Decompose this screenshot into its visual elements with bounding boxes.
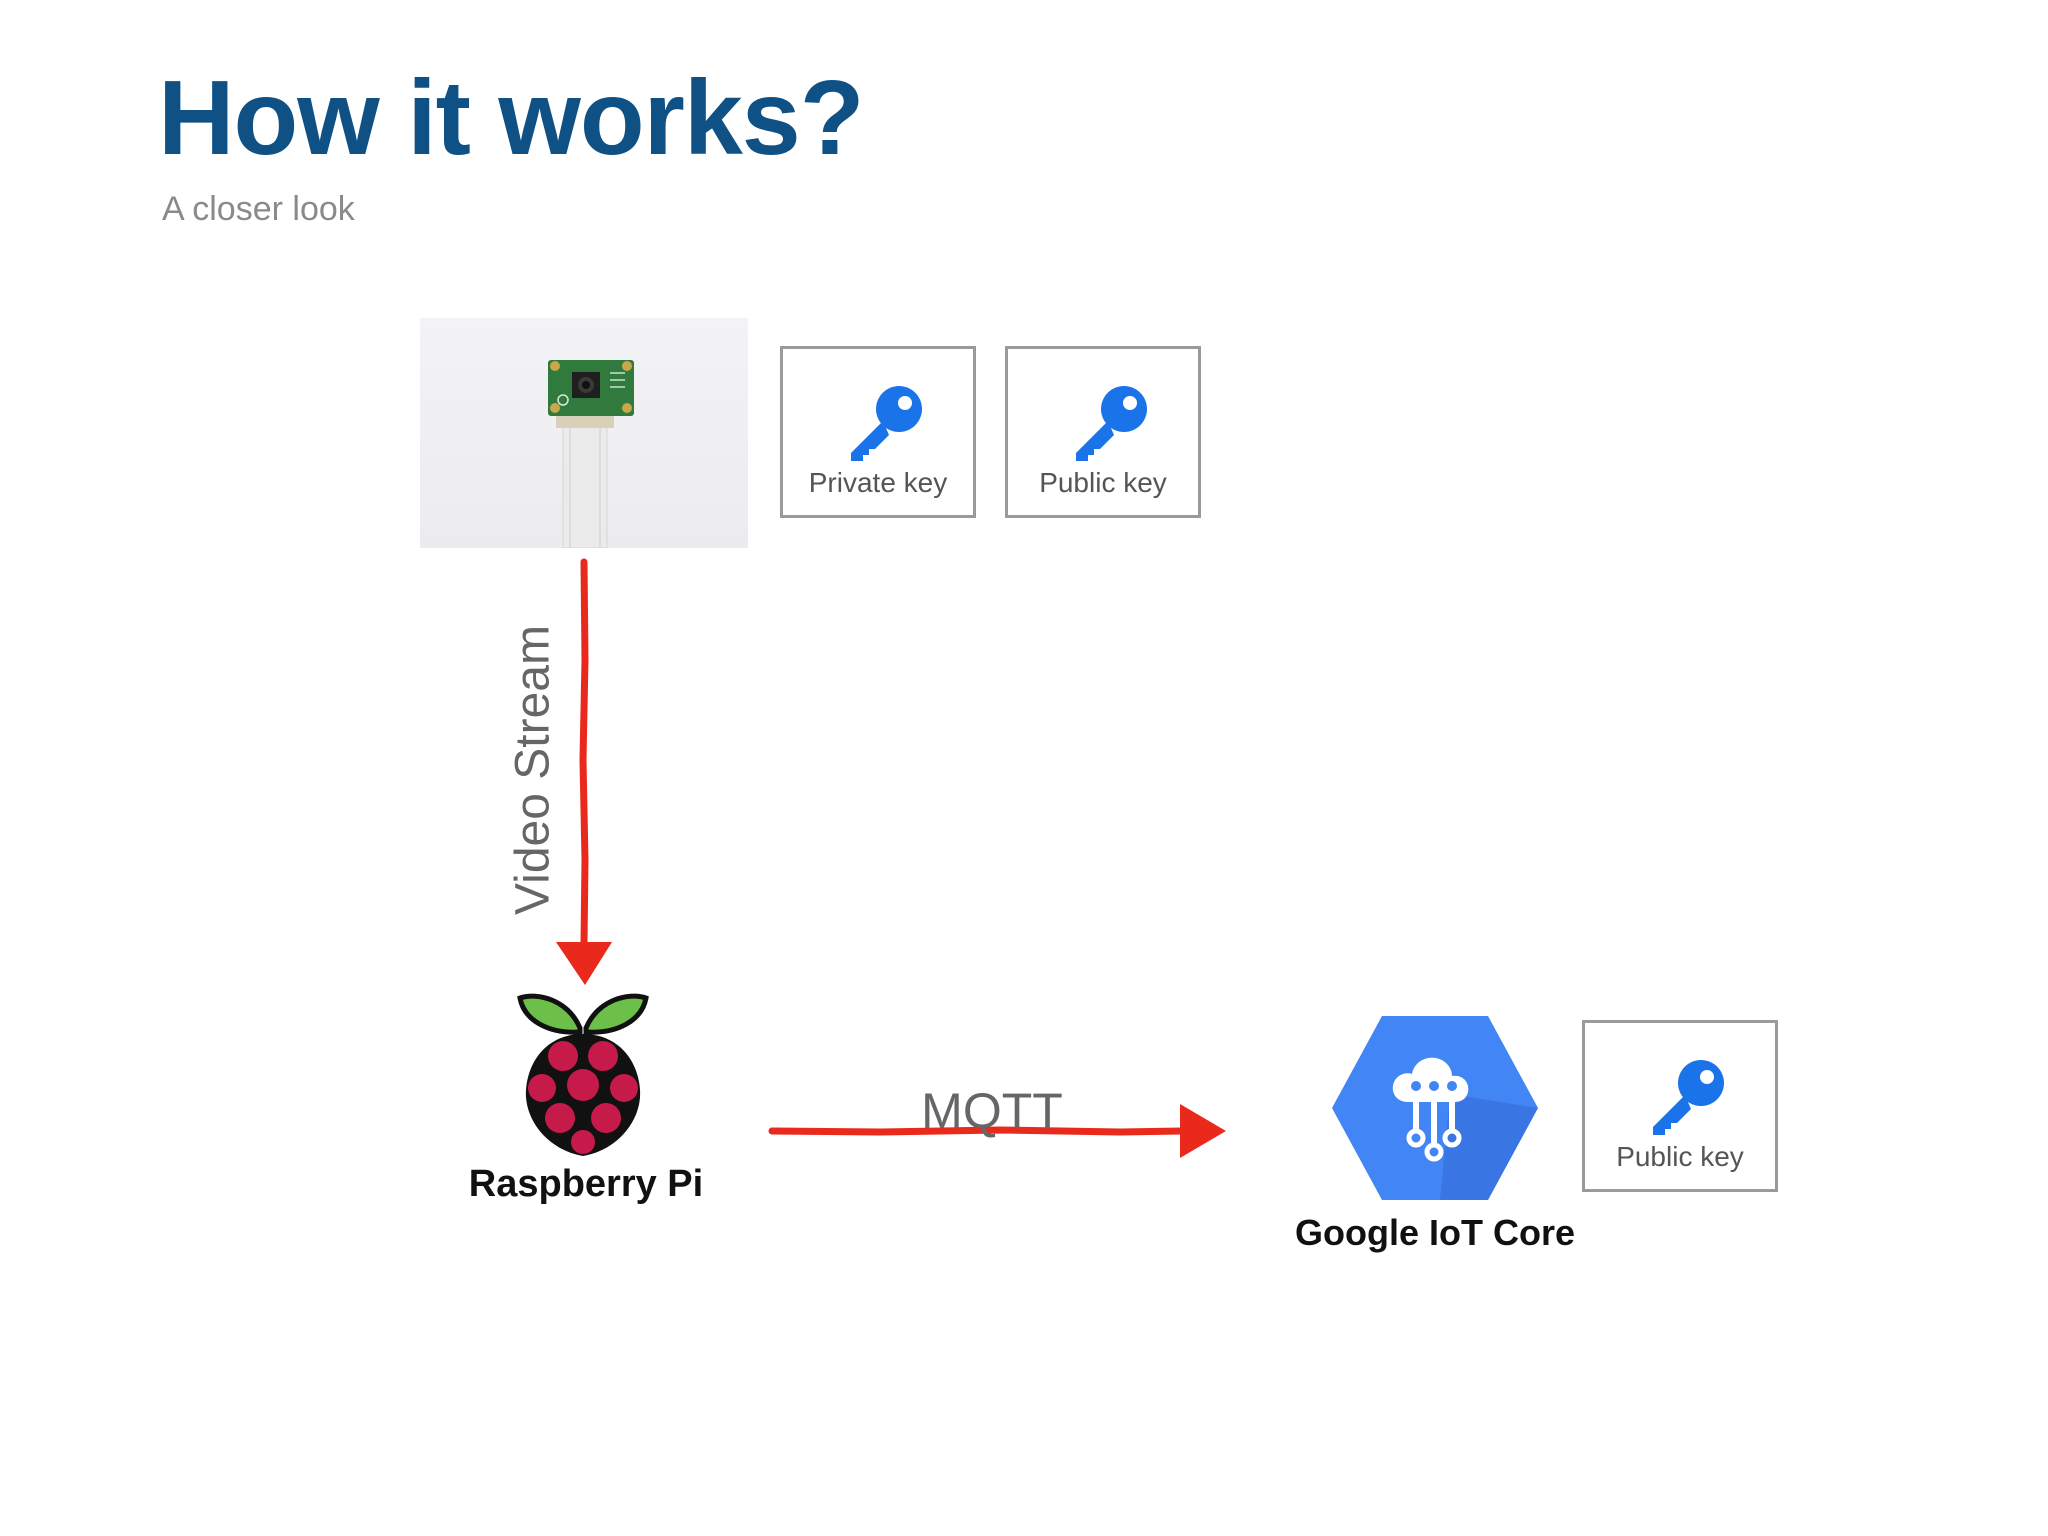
private-key-label: Private key [808,467,948,498]
key-icon [851,386,922,461]
video-stream-arrow-head [556,942,612,985]
slide-subtitle: A closer look [162,190,355,228]
iot-public-key-card: Public key [1582,1020,1778,1192]
public-key-card: Public key [1005,346,1201,518]
video-stream-arrow-line [579,558,589,949]
key-icon [1653,1060,1724,1135]
raspberry-pi-label: Raspberry Pi [468,1163,704,1205]
mqtt-arrow-line [768,1126,1186,1136]
private-key-card: Private key [780,346,976,518]
mqtt-arrow-head [1180,1104,1226,1158]
iot-core-hexagon-icon [1332,1016,1538,1200]
public-key-label: Public key [1039,467,1167,498]
slide-title: How it works? [158,59,865,177]
iot-public-key-label: Public key [1616,1141,1744,1172]
key-icon [1076,386,1147,461]
mqtt-label: MQTT [921,1083,1063,1139]
camera-module-photo [420,318,748,549]
iot-core-label: Google IoT Core [1294,1212,1576,1253]
raspberry-pi-logo [517,993,649,1156]
video-stream-label: Video Stream [506,625,560,915]
